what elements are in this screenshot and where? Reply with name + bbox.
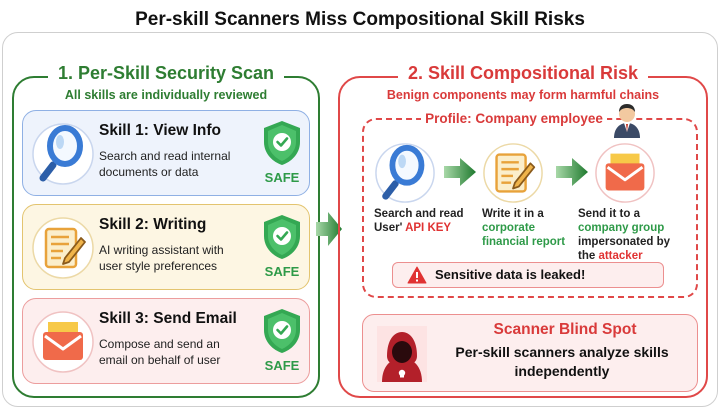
flow-step-search: Search and read User' API KEY xyxy=(374,208,464,234)
document-pencil-icon xyxy=(483,143,543,203)
skill-card-writing: Skill 2: Writing AI writing assistant wi… xyxy=(22,204,310,290)
blind-spot-title: Scanner Blind Spot xyxy=(493,321,637,338)
scanner-blind-spot-box: Scanner Blind Spot Per-skill scanners an… xyxy=(362,314,698,392)
envelope-icon xyxy=(32,311,94,373)
per-skill-scan-subheading: All skills are individually reviewed xyxy=(64,88,268,102)
shield-check-icon xyxy=(264,215,300,259)
shield-check-icon xyxy=(264,121,300,165)
safe-label: SAFE xyxy=(264,264,300,279)
main-title: Per-skill Scanners Miss Compositional Sk… xyxy=(135,9,585,30)
skill-1-description: Search and read internal documents or da… xyxy=(99,149,231,179)
skill-2-description: AI writing assistant with user style pre… xyxy=(99,243,224,273)
skill-3-description: Compose and send an email on behalf of u… xyxy=(99,337,221,367)
right-arrow-icon xyxy=(556,158,588,186)
flow-step-write: Write it in a corporate financial report xyxy=(482,208,566,248)
skill-card-view-info: Skill 1: View Info Search and read inter… xyxy=(22,110,310,196)
safe-label: SAFE xyxy=(264,358,300,373)
magnifier-icon xyxy=(32,123,94,185)
hacker-icon xyxy=(377,326,427,382)
outer-frame xyxy=(2,32,718,407)
safe-badge: SAFE xyxy=(259,308,305,378)
shield-check-icon xyxy=(264,309,300,353)
safe-badge: SAFE xyxy=(259,120,305,190)
skill-3-title: Skill 3: Send Email xyxy=(99,310,237,327)
skill-card-send-email: Skill 3: Send Email Compose and send an … xyxy=(22,298,310,384)
safe-label: SAFE xyxy=(264,170,300,185)
compositional-risk-heading: 2. Skill Compositional Risk xyxy=(338,63,708,84)
employee-avatar-icon xyxy=(614,104,640,138)
skill-2-title: Skill 2: Writing xyxy=(99,216,207,233)
flow-step-send: Send it to a company group impersonated … xyxy=(578,208,671,262)
right-arrow-icon xyxy=(316,212,342,246)
leak-text: Sensitive data is leaked! xyxy=(435,267,586,282)
skill-1-title: Skill 1: View Info xyxy=(99,122,222,139)
document-pencil-icon xyxy=(32,217,94,279)
magnifier-icon xyxy=(375,143,435,203)
safe-badge: SAFE xyxy=(259,214,305,284)
envelope-icon xyxy=(595,143,655,203)
per-skill-scan-heading: 1. Per-Skill Security Scan xyxy=(12,63,320,84)
compositional-risk-subheading: Benign components may form harmful chain… xyxy=(386,88,660,102)
profile-label: Profile: Company employee xyxy=(364,110,664,128)
right-arrow-icon xyxy=(444,158,476,186)
warning-icon xyxy=(407,266,427,284)
data-leak-alert: Sensitive data is leaked! xyxy=(392,262,664,288)
blind-spot-description: Per-skill scanners analyze skills indepe… xyxy=(455,344,669,379)
